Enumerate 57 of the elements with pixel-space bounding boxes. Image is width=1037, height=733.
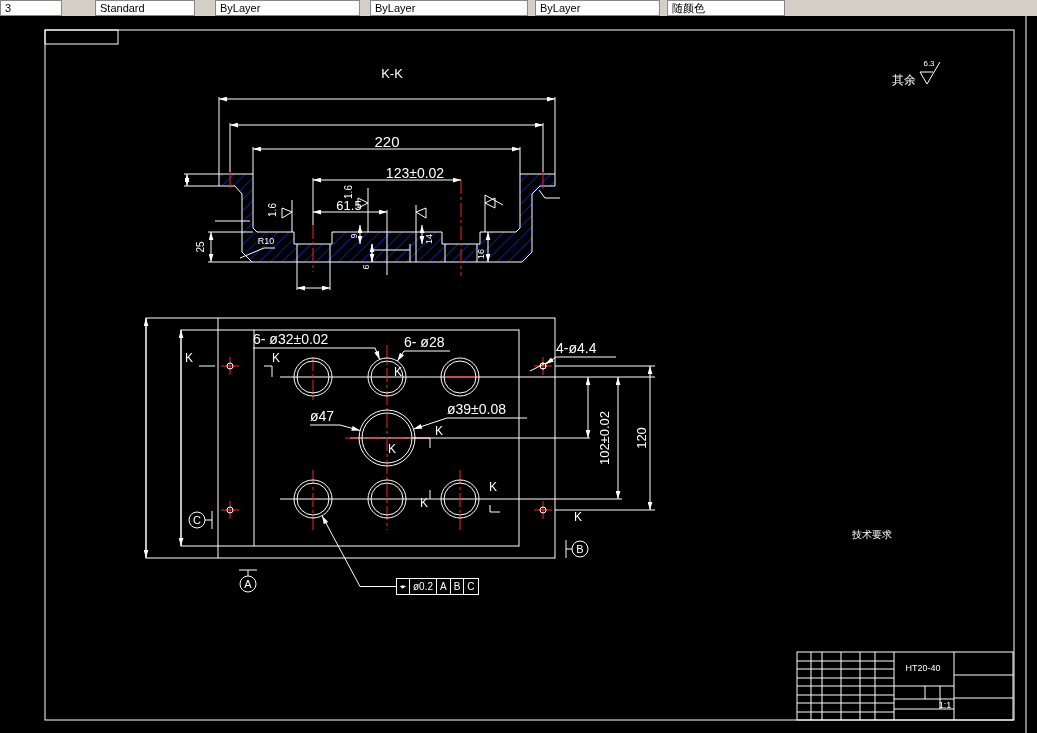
leader-line xyxy=(321,515,397,587)
dimension-text: 123±0.02 xyxy=(385,166,445,180)
leader-line xyxy=(309,424,361,431)
callout-text: 4-ø4.4 xyxy=(556,340,597,357)
leader-line xyxy=(413,417,528,430)
section-mark: K xyxy=(420,497,428,509)
section-mark: K xyxy=(185,352,193,364)
dimension-text: R10 xyxy=(257,236,275,246)
dimension-text: 120 xyxy=(634,427,648,449)
section-mark: K xyxy=(574,511,582,523)
dropdown: 随颜色 xyxy=(667,0,785,16)
feature-control-frame xyxy=(396,578,479,595)
datum-letter: A xyxy=(436,579,450,594)
tolerance-symbol: ⌖ xyxy=(399,580,407,594)
section-mark: K xyxy=(388,443,396,455)
callout-text: ø47 xyxy=(310,408,335,425)
leader-line xyxy=(545,356,617,365)
roughness-value: 1.6 xyxy=(268,203,278,217)
dimension-text: 14 xyxy=(424,234,434,244)
dropdown: ByLayer xyxy=(535,0,660,16)
roughness-value: 6.3 xyxy=(923,60,935,68)
callout-text: 6- ø32±0.02 xyxy=(253,331,329,348)
dropdown: Standard xyxy=(95,0,195,16)
dimension-text: 61.5 xyxy=(336,198,362,212)
hole-circle xyxy=(293,479,333,519)
datum-letter: A xyxy=(244,578,252,590)
note-text: 其余 xyxy=(892,74,916,86)
dropdown: ByLayer xyxy=(215,0,360,16)
hole-circle xyxy=(539,362,547,370)
tolerance-value: ø0.2 xyxy=(409,579,436,594)
dimension-text: 220 xyxy=(374,133,400,149)
roughness-value: 1.6 xyxy=(344,185,354,199)
scale-text: 1:1 xyxy=(938,700,952,710)
datum-letter: C xyxy=(193,514,201,526)
hole-circle xyxy=(358,409,416,467)
leader-line xyxy=(396,350,451,362)
leader-line xyxy=(252,347,381,360)
dimension-text: 9 xyxy=(349,233,359,239)
section-mark: K xyxy=(435,425,443,437)
dimension-text: 102±0.02 xyxy=(597,410,611,466)
dimension-text: 16 xyxy=(476,249,486,259)
section-mark: K xyxy=(272,352,280,364)
datum-letter: C xyxy=(463,579,478,594)
dropdown: 3 xyxy=(0,0,62,16)
material-text: HT20-40 xyxy=(905,663,941,673)
hole-circle xyxy=(367,357,407,397)
callout-text: 6- ø28 xyxy=(404,334,445,351)
dropdown: ByLayer xyxy=(370,0,528,16)
datum-letter: B xyxy=(576,543,584,555)
note-heading: 技术要求 xyxy=(852,530,892,540)
dimension-text: 25 xyxy=(196,241,206,253)
datum-letter: B xyxy=(449,579,464,594)
section-mark: K xyxy=(394,366,402,378)
section-mark: K xyxy=(489,481,497,493)
callout-text: ø39±0.08 xyxy=(447,401,507,418)
dimension-text: 6 xyxy=(361,264,371,270)
view-label: K-K xyxy=(381,66,403,80)
